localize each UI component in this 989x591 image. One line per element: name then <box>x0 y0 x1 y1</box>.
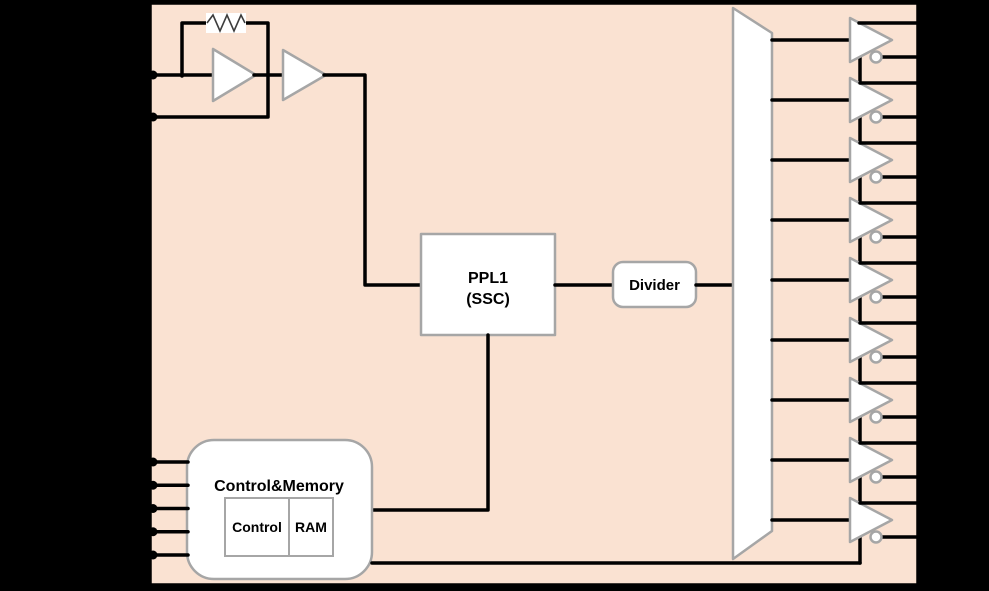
ram-sub-block <box>288 497 334 557</box>
output-buffer-channel <box>770 136 920 205</box>
inverter-bubble-icon <box>869 170 883 184</box>
control-memory-title: Control&Memory <box>214 478 344 495</box>
control-sub-block <box>224 497 290 557</box>
pin-dot <box>148 550 158 560</box>
output-buffer-icon <box>848 16 894 64</box>
output-buffer-icon <box>848 256 894 304</box>
osc-amplifier-icon <box>211 47 258 103</box>
inverter-bubble-icon <box>869 290 883 304</box>
pin-dot <box>148 457 158 467</box>
inverter-bubble-icon <box>869 110 883 124</box>
output-buffer-icon <box>848 376 894 424</box>
control-sub-label: Control <box>232 519 282 535</box>
pin-dot <box>148 112 158 122</box>
output-buffer-icon <box>848 496 894 544</box>
output-buffer-channel <box>770 316 920 385</box>
osc-to-pll-wire <box>322 73 423 287</box>
fanout-trapezoid <box>731 6 774 561</box>
output-buffer-icon <box>848 436 894 484</box>
output-buffer-channel <box>770 76 920 145</box>
xtal-feedback-wire <box>148 21 270 119</box>
output-buffer-channel <box>770 16 920 85</box>
pll-to-control-wire <box>370 333 490 512</box>
pin-dot <box>148 70 158 80</box>
divider-label: Divider <box>629 277 680 294</box>
osc-buffer-icon <box>281 48 328 102</box>
output-buffer-channel <box>770 496 920 565</box>
output-buffer-channel <box>770 256 920 325</box>
inverter-bubble-icon <box>869 350 883 364</box>
control-pin-group <box>148 457 190 560</box>
output-buffer-channel <box>770 376 920 445</box>
inverter-bubble-icon <box>869 470 883 484</box>
inverter-bubble-icon <box>869 410 883 424</box>
resistor-icon <box>206 13 246 33</box>
output-buffer-icon <box>848 136 894 184</box>
output-buffer-channel <box>770 436 920 505</box>
inverter-bubble-icon <box>869 230 883 244</box>
pin-dot <box>148 504 158 513</box>
output-buffer-group <box>770 16 920 565</box>
output-buffer-icon <box>848 196 894 244</box>
output-buffer-icon <box>848 76 894 124</box>
ram-sub-label: RAM <box>295 519 327 535</box>
output-buffer-icon <box>848 316 894 364</box>
inverter-bubble-icon <box>869 530 883 544</box>
pll-block <box>419 232 557 337</box>
pll-label-line1: PPL1 <box>468 270 508 287</box>
inverter-bubble-icon <box>869 50 883 64</box>
pin-dot <box>148 480 158 490</box>
pin-dot <box>148 527 158 537</box>
output-buffer-channel <box>770 196 920 265</box>
pll-label-line2: (SSC) <box>466 291 510 308</box>
